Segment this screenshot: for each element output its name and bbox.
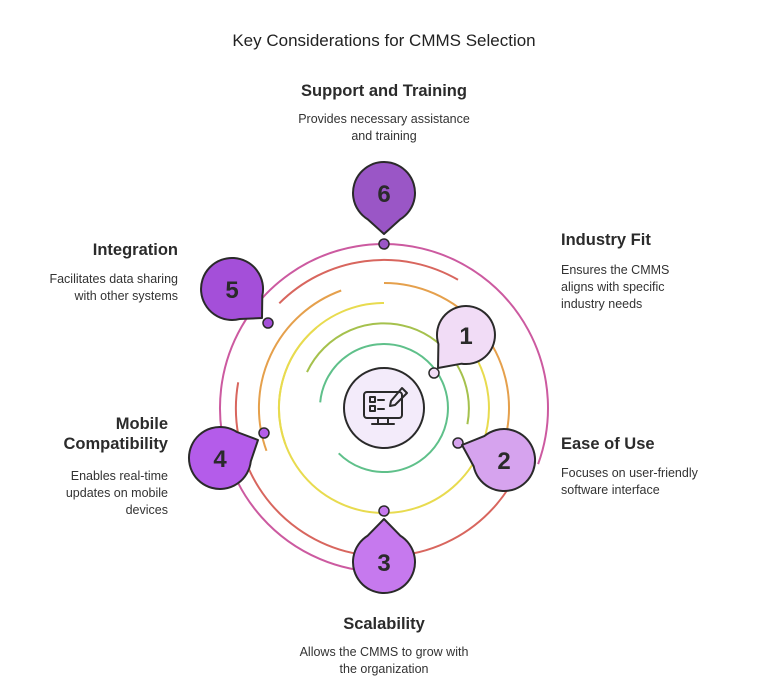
arc-ring-5-left (278, 258, 459, 305)
node-shape (188, 425, 259, 490)
node-shape (461, 428, 537, 493)
arc-ring-2 (306, 322, 470, 425)
arc-ring-6 (219, 243, 549, 573)
arc-ring-3-left (278, 326, 318, 445)
item-4-desc-line: updates on mobile (65, 486, 168, 500)
arc-end-dot (378, 238, 390, 250)
node-1: 1 (435, 305, 496, 369)
node-3: 3 (352, 518, 416, 594)
item-4-title-line: Compatibility (63, 435, 168, 453)
node-number: 2 (497, 448, 510, 475)
diagram-title: Key Considerations for CMMS Selection (232, 31, 536, 50)
arc-end-dots (258, 238, 464, 517)
item-1-desc-line: aligns with specific (561, 280, 665, 294)
item-5-desc-line: with other systems (74, 289, 178, 303)
item-4-description: Enables real-time updates on mobile devi… (0, 468, 168, 519)
item-2-desc-line: Focuses on user-friendly (561, 466, 698, 480)
arc-ring-1 (319, 343, 449, 473)
node-2: 2 (461, 428, 537, 493)
item-3-title: Scalability (343, 615, 425, 633)
computer-checklist-pen-icon (363, 387, 408, 425)
node-6: 6 (352, 161, 416, 235)
arc-end-dot (428, 367, 440, 379)
item-4-desc-line: Enables real-time (70, 469, 168, 483)
item-3-desc-line: the organization (339, 662, 429, 676)
item-1-desc-line: Ensures the CMMS (561, 263, 670, 277)
item-6-desc-line: and training (351, 129, 417, 143)
item-1-title: Industry Fit (561, 231, 651, 249)
arc-end-dot (378, 505, 390, 517)
item-6-desc-line: Provides necessary assistance (298, 112, 470, 126)
item-3-desc-line: Allows the CMMS to grow with (299, 645, 469, 659)
item-2-desc-line: software interface (561, 483, 660, 497)
item-1-desc-line: industry needs (561, 297, 643, 311)
item-4-title-line: Mobile (115, 415, 168, 433)
arc-end-dot (452, 437, 464, 449)
item-1-description: Ensures the CMMS aligns with specific in… (561, 262, 761, 313)
node-number: 1 (459, 323, 472, 350)
node-shape (200, 256, 264, 321)
item-4-desc-line: devices (125, 503, 168, 517)
item-2-title: Ease of Use (561, 435, 655, 453)
item-5-desc-line: Facilitates data sharing (49, 272, 178, 286)
item-4-title: Mobile Compatibility (0, 414, 168, 454)
numbered-nodes: 1 2 3 4 5 6 (188, 161, 537, 594)
arc-end-dot (262, 317, 274, 329)
item-6-title: Support and Training (301, 82, 467, 100)
arc-ring-4-left (257, 289, 342, 452)
node-4: 4 (188, 425, 259, 490)
node-number: 4 (213, 446, 227, 473)
item-6-description: Provides necessary assistance and traini… (234, 111, 534, 145)
node-shape (352, 161, 416, 235)
arc-end-dot (258, 427, 270, 439)
node-5: 5 (200, 256, 264, 321)
node-shape (435, 305, 496, 369)
item-2-description: Focuses on user-friendly software interf… (561, 465, 761, 499)
node-number: 6 (377, 181, 390, 208)
node-number: 3 (377, 550, 390, 577)
node-shape (352, 518, 416, 594)
item-3-description: Allows the CMMS to grow with the organiz… (234, 644, 534, 678)
center-hub (343, 367, 425, 449)
item-5-title: Integration (92, 241, 178, 259)
node-number: 5 (225, 277, 238, 304)
item-5-description: Facilitates data sharing with other syst… (0, 271, 178, 305)
